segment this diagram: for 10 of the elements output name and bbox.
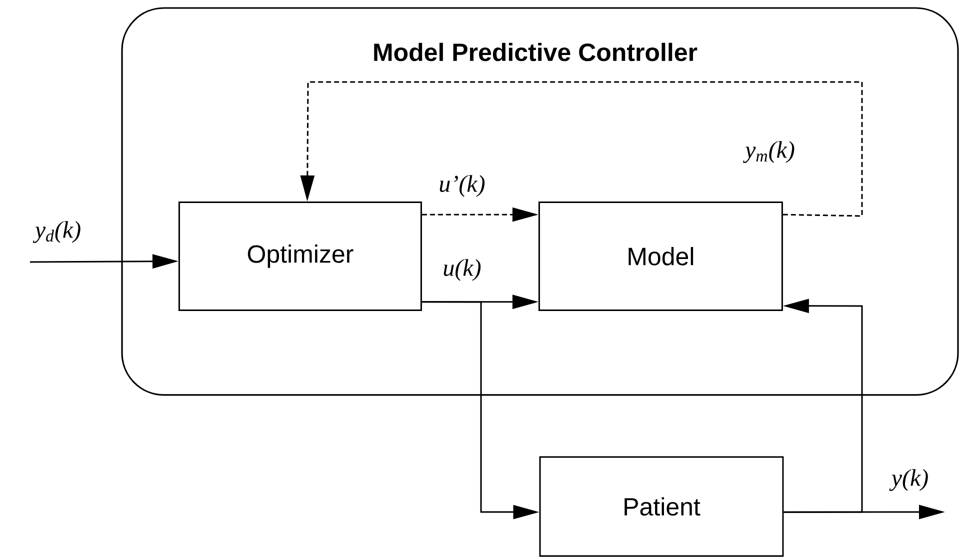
signal-label: y$_{m}$(k) (743, 141, 794, 163)
block-box: Model (538, 201, 783, 311)
signal-label: y$_{d}$(k) (32, 221, 80, 243)
block-box: Optimizer (178, 201, 422, 311)
signal-label: u’(k) (440, 175, 485, 197)
block-box: Patient (539, 456, 784, 557)
arrow (300, 81, 863, 217)
signal-label: u(k) (444, 259, 481, 281)
signal-label: y(k) (889, 469, 928, 491)
title: Model Predictive Controller (374, 42, 698, 62)
